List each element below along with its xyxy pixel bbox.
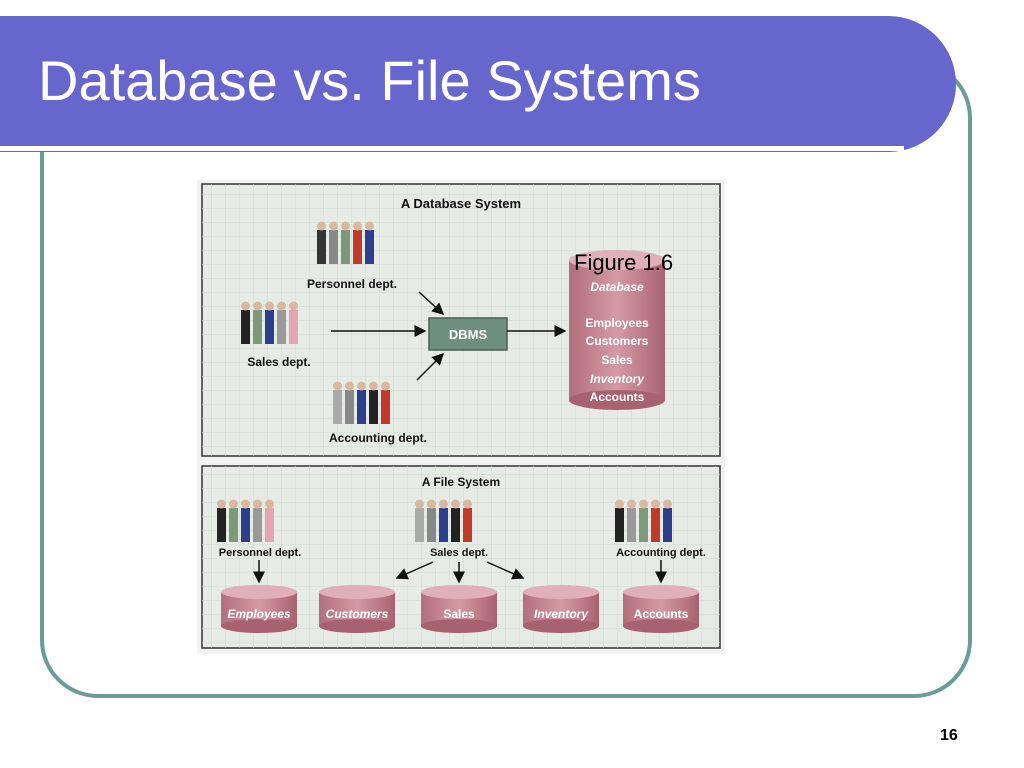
database-item: Sales (601, 353, 633, 367)
slide-title: Database vs. File Systems (38, 49, 701, 112)
file-system-title: A File System (422, 475, 500, 489)
database-item: Employees (585, 316, 649, 330)
title-band (0, 16, 956, 152)
people-icon (415, 499, 472, 542)
people-icon (615, 499, 672, 542)
file-label: Inventory (534, 607, 589, 621)
database-item: Accounts (590, 390, 645, 404)
dbms-label: DBMS (449, 327, 488, 342)
dbms-box (428, 317, 508, 351)
file-cylinder (623, 585, 699, 633)
people-icon (217, 499, 274, 542)
figure-image: A Database System A File System Personne… (197, 180, 725, 654)
file-cylinder (319, 585, 395, 633)
file-cylinder (523, 585, 599, 633)
sales-dept-label: Sales dept. (247, 355, 310, 369)
fs-accounting-dept-label: Accounting dept. (616, 547, 706, 559)
people-icon (241, 301, 298, 344)
database-cylinder (569, 250, 665, 410)
file-label: Customers (326, 607, 389, 621)
fs-sales-dept-label: Sales dept. (430, 547, 488, 559)
file-label: Employees (227, 607, 291, 621)
title-underline (0, 146, 904, 151)
diagram: A Database System A File System Personne… (201, 183, 721, 649)
figure-caption: Figure 1.6 (574, 250, 674, 275)
fs-personnel-dept-label: Personnel dept. (219, 547, 302, 559)
database-heading: Database (590, 280, 644, 294)
file-label: Sales (443, 607, 475, 621)
people-icon (333, 381, 390, 424)
accounting-dept-label: Accounting dept. (329, 431, 427, 445)
database-system-title: A Database System (401, 196, 521, 211)
file-label: Accounts (634, 607, 689, 621)
file-cylinder (421, 585, 497, 633)
database-item: Inventory (590, 372, 645, 386)
database-item: Customers (586, 334, 649, 348)
file-cylinder (221, 585, 297, 633)
personnel-dept-label: Personnel dept. (307, 277, 397, 291)
people-icon (317, 221, 374, 264)
page-number: 16 (940, 727, 958, 744)
